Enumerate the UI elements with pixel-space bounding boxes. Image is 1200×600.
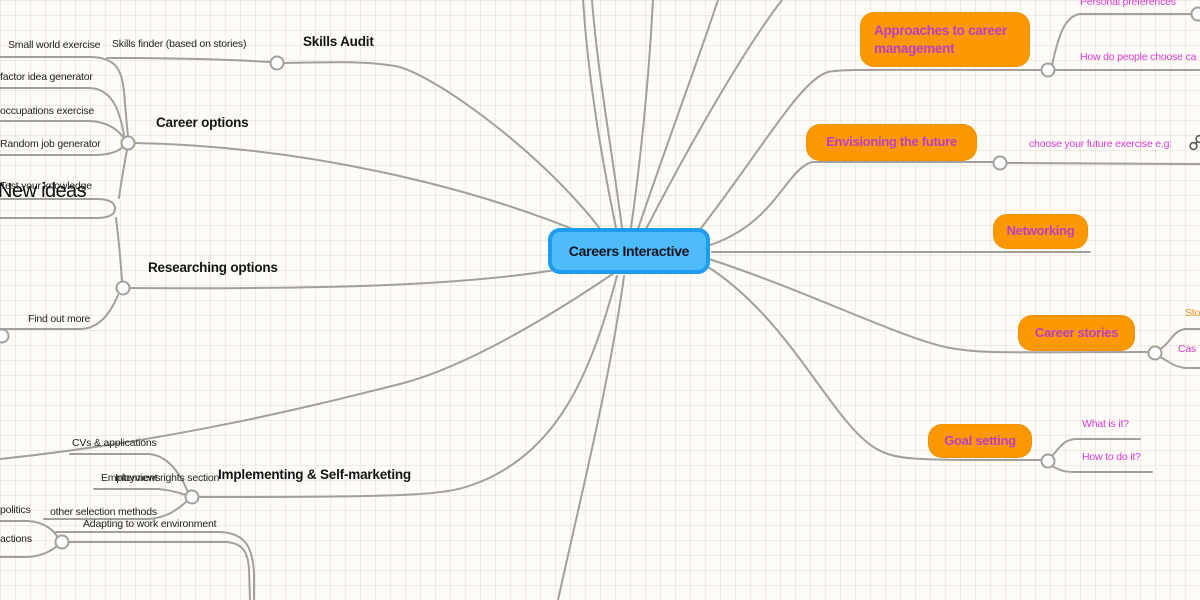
leaf-employment-rights[interactable]: Employment rights section (101, 472, 220, 484)
junction-find-out-more[interactable] (0, 328, 10, 344)
leaf-personal-preferences[interactable]: Personal preferences (1080, 0, 1176, 8)
leaf-cas[interactable]: Cas (1178, 343, 1197, 355)
central-topic-label: Careers Interactive (568, 243, 690, 259)
leaf-occupations-exercise[interactable]: occupations exercise (0, 105, 95, 117)
leaf-find-out-more[interactable]: Find out more (28, 313, 91, 325)
leaf-cvs-applications[interactable]: CVs & applications (72, 437, 157, 449)
leaf-actions[interactable]: actions (0, 533, 32, 545)
junction-envisioning[interactable] (992, 155, 1008, 171)
branch-researching-options[interactable]: Researching options (148, 260, 278, 275)
branch-career-options[interactable]: Career options (156, 115, 249, 130)
topic-approaches-to-career-management[interactable]: Approaches to career management (860, 12, 1030, 67)
leaf-sto[interactable]: Sto (1185, 307, 1200, 319)
leaf-factor-idea-generator[interactable]: factor idea generator (0, 71, 93, 83)
junction-approaches[interactable] (1040, 62, 1056, 78)
leaf-choose-your-future[interactable]: choose your future exercise e.g: (1029, 138, 1173, 150)
topic-goal-setting[interactable]: Goal setting (928, 424, 1032, 458)
junction-goal-setting[interactable] (1040, 453, 1056, 469)
leaf-politics[interactable]: politics (0, 504, 31, 516)
leaf-other-selection[interactable]: other selection methods (50, 506, 157, 518)
leaf-random-job-generator[interactable]: Random job generator (0, 138, 101, 150)
branch-new-ideas[interactable]: New ideas (0, 180, 87, 202)
leaf-what-is-it[interactable]: What is it? (1082, 418, 1129, 430)
topic-label: Career stories (1034, 324, 1119, 340)
leaf-adapting[interactable]: Adapting to work environment (83, 518, 217, 530)
topic-networking[interactable]: Networking (993, 214, 1088, 249)
junction-skills-audit[interactable] (269, 55, 285, 71)
leaf-how-to-do-it[interactable]: How to do it? (1082, 451, 1141, 463)
leaf-small-world-exercise[interactable]: Small world exercise (8, 39, 101, 51)
leaf-how-do-people-choose[interactable]: How do people choose ca (1080, 51, 1197, 63)
junction-implementing[interactable] (184, 489, 200, 505)
branch-skills-audit[interactable]: Skills Audit (303, 34, 374, 49)
junction-career-options[interactable] (120, 135, 136, 151)
leaf-skills-finder[interactable]: Skills finder (based on stories) (112, 38, 247, 50)
topic-label: Approaches to career management (874, 22, 1007, 56)
leaf-interviews[interactable]: Interviews (115, 472, 161, 484)
link-icon[interactable] (1189, 134, 1200, 151)
topic-label: Networking (1006, 223, 1075, 239)
branch-implementing[interactable]: Implementing & Self-marketing (218, 467, 411, 482)
topic-label: Envisioning the future (826, 134, 957, 150)
junction-researching-options[interactable] (115, 280, 131, 296)
junction-career-stories[interactable] (1147, 345, 1163, 361)
central-topic[interactable]: Careers Interactive (548, 228, 710, 274)
leaf-test-your-knowledge[interactable]: Test your knowledge (0, 180, 92, 192)
junction-personal-preferences[interactable] (1190, 6, 1200, 22)
topic-career-stories[interactable]: Career stories (1018, 315, 1135, 351)
topic-envisioning-the-future[interactable]: Envisioning the future (806, 124, 977, 161)
junction-bottom-left[interactable] (54, 534, 70, 550)
topic-label: Goal setting (944, 432, 1016, 448)
